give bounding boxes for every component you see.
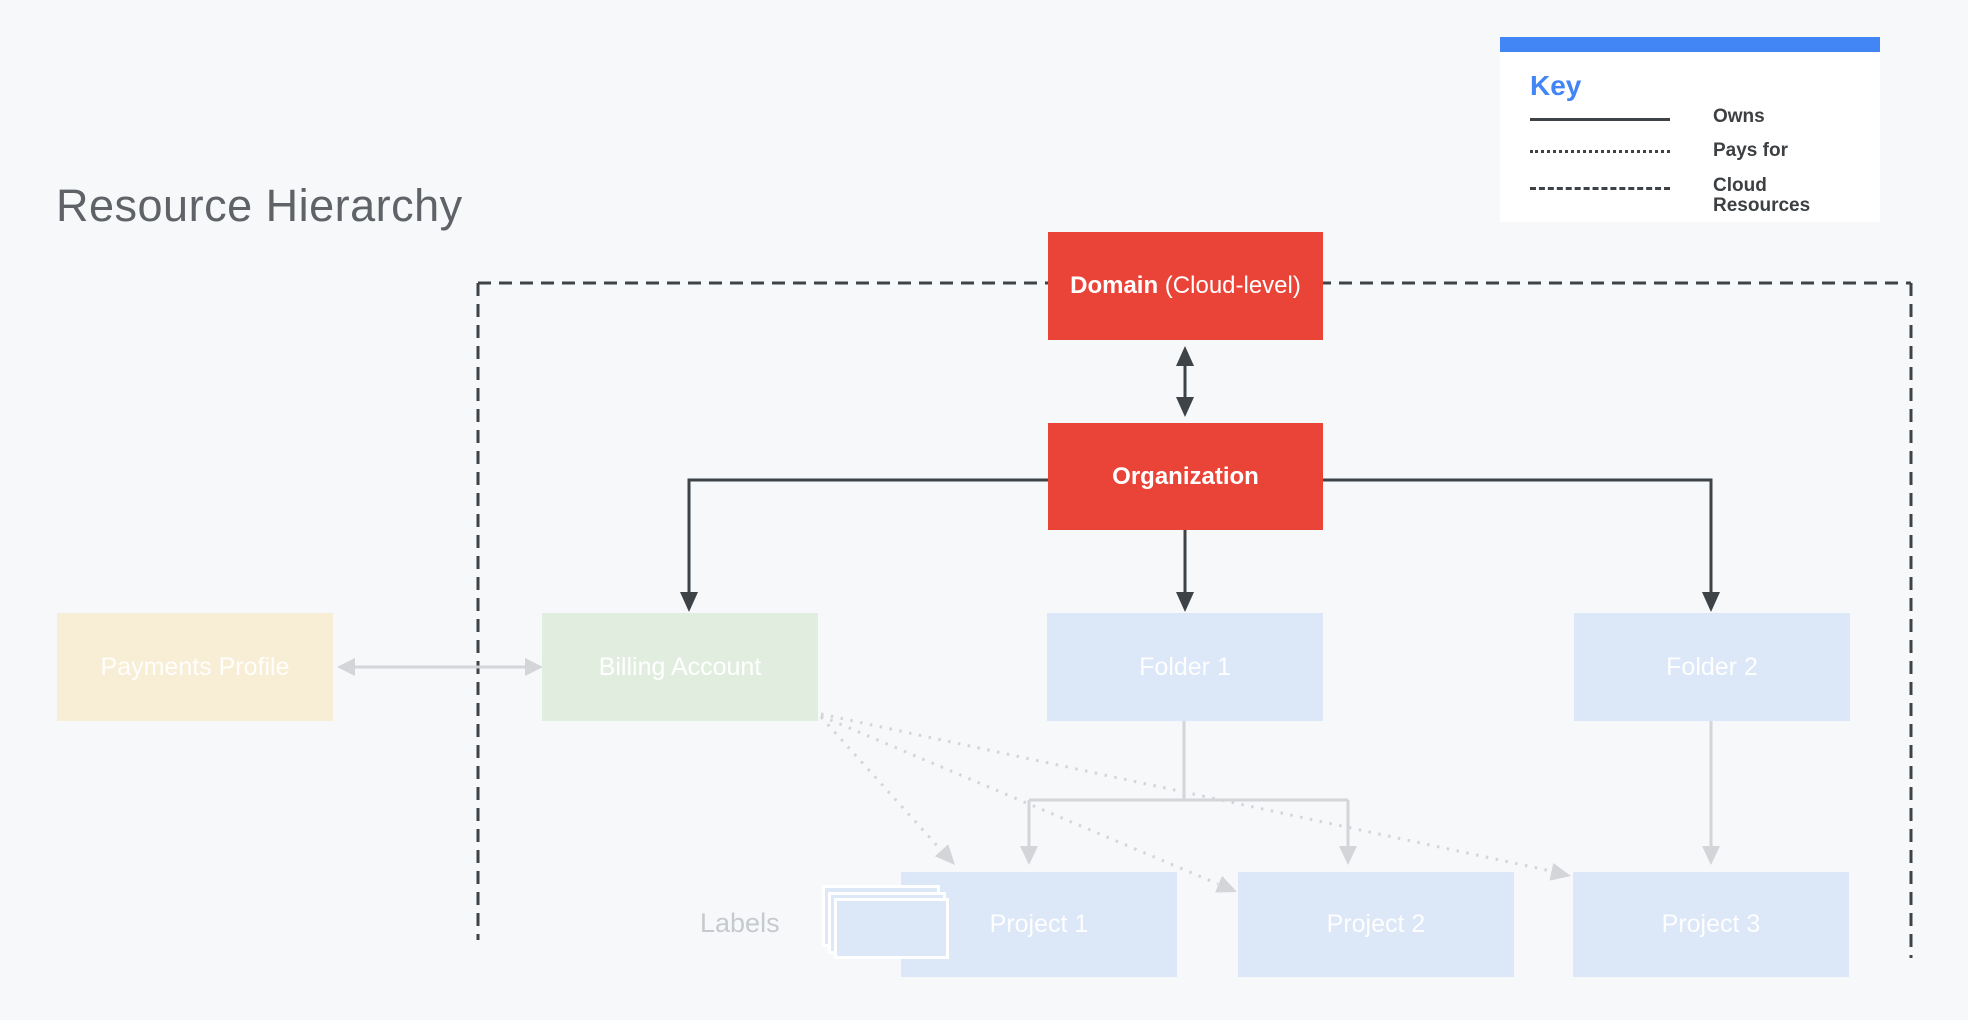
node-billing-account: Billing Account [542,613,818,721]
legend-dashed-line-sample [1530,187,1670,190]
node-organization: Organization [1048,423,1323,530]
arrow-folder2-project3 [1702,721,1720,865]
node-project-3: Project 3 [1573,872,1849,977]
legend-label-owns: Owns [1713,106,1765,127]
domain-label-suffix: (Cloud-level) [1158,272,1301,299]
arrow-organization-folder2 [1323,478,1720,612]
dotted-billing-project3 [820,712,1571,881]
legend-heading: Key [1530,70,1582,101]
arrow-domain-organization [1176,346,1194,417]
node-domain: Domain (Cloud-level) [1048,232,1323,340]
page-title: Resource Hierarchy [56,180,463,231]
arrow-organization-billing [680,478,1048,612]
dotted-billing-project2 [820,714,1237,893]
legend-label-cloud-resources: Cloud Resources [1713,175,1811,216]
legend-dotted-line-sample [1530,150,1670,153]
key-accent-bar [1500,37,1880,52]
node-project-2: Project 2 [1238,872,1514,977]
labels-stack-icon [822,885,954,963]
label-card-front [834,898,949,959]
node-payments-profile: Payments Profile [57,613,333,721]
legend-solid-line-sample [1530,118,1670,121]
arrow-payments-billing [337,658,543,676]
node-folder-1: Folder 1 [1047,613,1323,721]
legend: Key Owns Pays for Cloud Resources [1500,52,1880,222]
dotted-billing-project1 [819,715,955,865]
node-folder-2: Folder 2 [1574,613,1850,721]
domain-label-bold: Domain [1070,272,1159,299]
labels-caption: Labels [700,908,780,938]
arrow-folder1-projects [1020,721,1357,865]
arrow-organization-folder1 [1176,530,1194,612]
legend-label-pays-for: Pays for [1713,140,1788,161]
